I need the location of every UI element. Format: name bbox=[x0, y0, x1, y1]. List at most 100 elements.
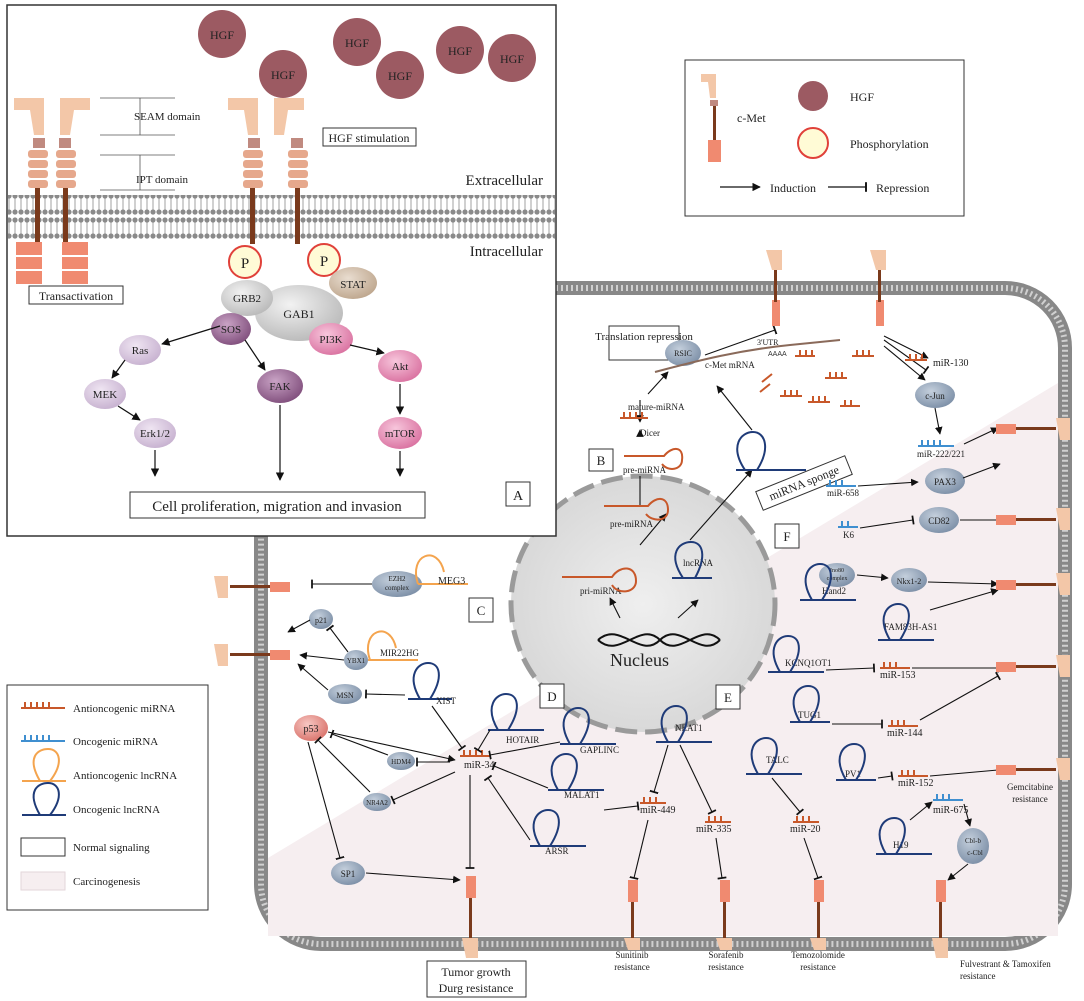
svg-text:MEG3: MEG3 bbox=[438, 576, 465, 587]
svg-text:PV1: PV1 bbox=[845, 769, 861, 779]
oncogenic-mirna-icon bbox=[21, 735, 65, 742]
svg-text:Cbl-b: Cbl-b bbox=[965, 837, 981, 845]
svg-text:Induction: Induction bbox=[770, 181, 816, 195]
svg-text:c-Cbl: c-Cbl bbox=[967, 849, 983, 857]
svg-text:C: C bbox=[477, 603, 486, 618]
svg-text:miR-152: miR-152 bbox=[898, 778, 934, 789]
svg-text:c-Jun: c-Jun bbox=[925, 391, 945, 401]
phosphorylation-icon bbox=[307, 243, 341, 277]
carcinogenesis-swatch bbox=[20, 871, 66, 891]
svg-text:c-Met: c-Met bbox=[737, 111, 766, 125]
cmet-receptor-right: P P bbox=[228, 98, 341, 279]
svg-text:Temozolomide: Temozolomide bbox=[791, 950, 845, 960]
svg-text:complex: complex bbox=[827, 576, 848, 582]
svg-text:STAT: STAT bbox=[340, 279, 366, 291]
svg-text:GRB2: GRB2 bbox=[233, 293, 261, 305]
svg-text:p53: p53 bbox=[304, 724, 319, 735]
seam-label: SEAM domain bbox=[134, 111, 201, 123]
svg-text:resistance: resistance bbox=[614, 962, 649, 972]
svg-text:NR4A2: NR4A2 bbox=[366, 799, 388, 807]
svg-text:c-Met mRNA: c-Met mRNA bbox=[705, 360, 755, 370]
svg-text:Antioncogenic lncRNA: Antioncogenic lncRNA bbox=[73, 770, 177, 782]
svg-text:Normal signaling: Normal signaling bbox=[73, 842, 150, 854]
svg-text:complex: complex bbox=[385, 584, 410, 592]
svg-text:Ras: Ras bbox=[132, 345, 149, 357]
svg-text:Hand2: Hand2 bbox=[822, 586, 846, 596]
svg-text:B: B bbox=[597, 453, 606, 468]
svg-text:SOS: SOS bbox=[221, 324, 241, 336]
svg-text:Phosphorylation: Phosphorylation bbox=[850, 137, 929, 151]
svg-text:HGF: HGF bbox=[271, 68, 295, 82]
svg-text:miR-20: miR-20 bbox=[790, 824, 821, 835]
svg-text:Nkx1-2: Nkx1-2 bbox=[897, 577, 921, 586]
svg-text:Carcinogenesis: Carcinogenesis bbox=[73, 876, 140, 888]
svg-text:miR-34: miR-34 bbox=[464, 760, 495, 771]
antioncogenic-mirna-icon bbox=[21, 702, 65, 709]
svg-text:resistance: resistance bbox=[800, 962, 835, 972]
svg-text:GAPLINC: GAPLINC bbox=[580, 745, 619, 755]
svg-text:Dicer: Dicer bbox=[640, 428, 660, 438]
svg-text:YBX1: YBX1 bbox=[347, 657, 366, 665]
svg-text:miR-658: miR-658 bbox=[827, 488, 860, 498]
svg-text:miR-449: miR-449 bbox=[640, 805, 676, 816]
svg-text:p21: p21 bbox=[315, 616, 327, 625]
svg-text:F: F bbox=[783, 529, 790, 544]
svg-text:FAM83H-AS1: FAM83H-AS1 bbox=[884, 622, 937, 632]
svg-text:mTOR: mTOR bbox=[385, 428, 416, 440]
svg-text:HGF: HGF bbox=[500, 52, 524, 66]
svg-text:MALAT1: MALAT1 bbox=[564, 790, 600, 800]
svg-text:XIST: XIST bbox=[436, 696, 457, 706]
svg-text:resistance: resistance bbox=[708, 962, 743, 972]
svg-text:lncRNA: lncRNA bbox=[683, 558, 713, 568]
panel-d: p53 D HOTAIR GAPLINC HDM4 miR-34 NR4A2 M… bbox=[294, 683, 619, 998]
svg-text:HGF: HGF bbox=[448, 44, 472, 58]
svg-text:D: D bbox=[547, 689, 556, 704]
svg-text:Antioncogenic miRNA: Antioncogenic miRNA bbox=[73, 703, 175, 715]
svg-text:MIR22HG: MIR22HG bbox=[380, 648, 420, 658]
panel-a: HGF HGF HGF HGF HGF HGF SEAM doma bbox=[6, 4, 557, 537]
antioncogenic-lncrna-icon bbox=[22, 747, 66, 782]
svg-text:miR-222/221: miR-222/221 bbox=[917, 449, 965, 459]
svg-text:miR-153: miR-153 bbox=[880, 670, 916, 681]
svg-text:Akt: Akt bbox=[392, 361, 409, 373]
hgf-icon bbox=[798, 81, 828, 111]
panel-e: E NEAT1 TALC miR-449 miR-335 miR-20 Suni… bbox=[603, 684, 845, 972]
svg-text:AAAA: AAAA bbox=[768, 351, 787, 358]
svg-text:GAB1: GAB1 bbox=[283, 307, 314, 321]
svg-text:3'UTR: 3'UTR bbox=[757, 338, 779, 347]
svg-text:P: P bbox=[320, 254, 328, 270]
svg-text:Sunitinib: Sunitinib bbox=[615, 950, 649, 960]
svg-text:resistance: resistance bbox=[960, 971, 995, 981]
svg-text:miR-144: miR-144 bbox=[887, 728, 923, 739]
svg-text:HDM4: HDM4 bbox=[391, 758, 411, 766]
hgf-balls: HGF HGF HGF HGF HGF HGF bbox=[198, 10, 536, 99]
svg-text:HGF: HGF bbox=[345, 36, 369, 50]
svg-text:PI3K: PI3K bbox=[319, 334, 342, 346]
phosphorylation-icon bbox=[228, 245, 262, 279]
panel-a-letter: A bbox=[513, 489, 524, 504]
svg-text:Fulvestrant & Tamoxifen: Fulvestrant & Tamoxifen bbox=[960, 959, 1051, 969]
svg-text:PAX3: PAX3 bbox=[934, 477, 956, 487]
svg-text:Repression: Repression bbox=[876, 181, 929, 195]
panel-f: c-Jun miR-222/221 miR-658 PAX3 K6 CD82 F… bbox=[768, 345, 1053, 981]
extracellular-label: Extracellular bbox=[466, 173, 543, 189]
svg-text:SP1: SP1 bbox=[341, 869, 356, 879]
svg-text:miR-130: miR-130 bbox=[933, 358, 969, 369]
legend-bottom: Antioncogenic miRNA Oncogenic miRNA Anti… bbox=[6, 684, 209, 911]
svg-text:KCNQ1OT1: KCNQ1OT1 bbox=[785, 658, 832, 668]
svg-text:MSN: MSN bbox=[336, 691, 354, 700]
svg-text:Translation repression: Translation repression bbox=[595, 331, 693, 343]
oncogenic-lncrna-icon bbox=[22, 781, 66, 816]
svg-text:pre-miRNA: pre-miRNA bbox=[610, 519, 653, 529]
svg-text:CD82: CD82 bbox=[928, 516, 950, 526]
legend-top: c-Met HGF Phosphorylation Induction Repr… bbox=[684, 59, 965, 217]
nucleus bbox=[508, 473, 778, 735]
svg-text:miR-335: miR-335 bbox=[696, 824, 732, 835]
transactivation-label: Transactivation bbox=[39, 289, 113, 303]
svg-text:Oncogenic lncRNA: Oncogenic lncRNA bbox=[73, 804, 160, 816]
svg-text:pri-miRNA: pri-miRNA bbox=[580, 586, 622, 596]
svg-text:NEAT1: NEAT1 bbox=[675, 723, 703, 733]
svg-text:HGF: HGF bbox=[388, 69, 412, 83]
panel-c: EZH2 complex MEG3 C p21 YBX1 MIR22HG MSN… bbox=[287, 554, 494, 706]
svg-text:P: P bbox=[241, 256, 249, 272]
